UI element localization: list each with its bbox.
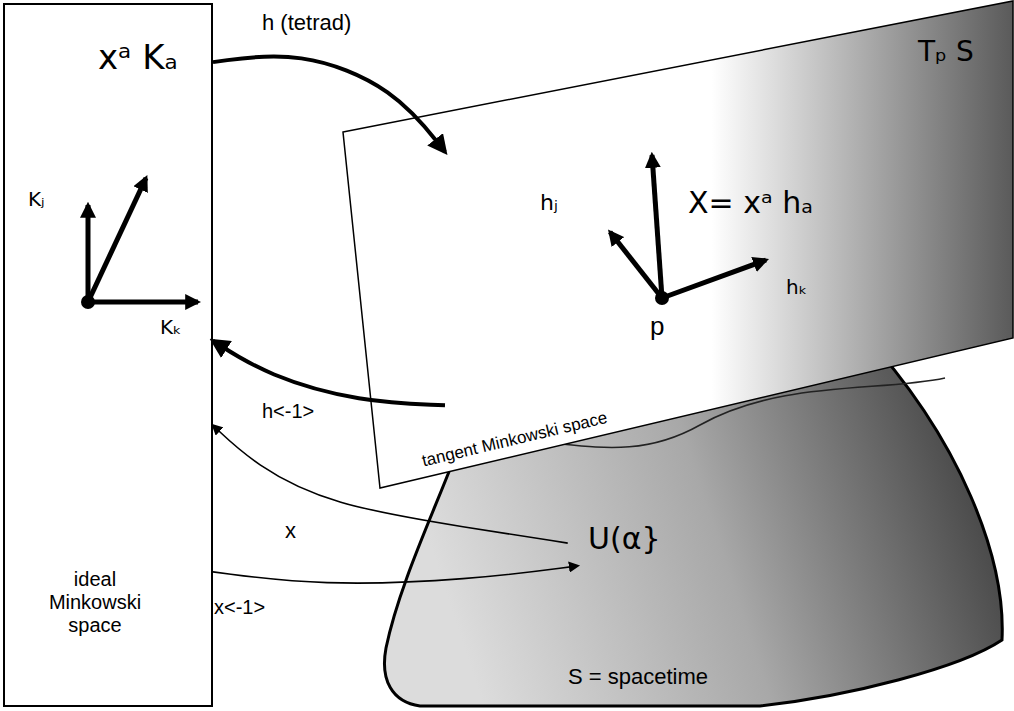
plane-label: Tₚ S	[918, 36, 974, 68]
basis-label: Kⱼ	[28, 188, 45, 211]
point-dot	[655, 291, 669, 305]
point-label: p	[650, 312, 664, 342]
basis-vector	[652, 155, 662, 298]
map-arrow	[213, 56, 445, 151]
tangent-plane-outline	[343, 0, 1014, 490]
basis-vector	[610, 232, 662, 298]
spacetime-label: S = spacetime	[568, 664, 708, 689]
chart-arrow	[213, 425, 568, 543]
map-label: x	[285, 518, 296, 543]
map-label: h<-1>	[262, 400, 314, 423]
plane-border	[343, 1, 1013, 488]
map-arrow	[213, 341, 445, 405]
tangent-plane: Tₚ ShⱼX= xᵃ hₐhₖptangent Minkowski space	[343, 0, 1014, 490]
basis-label: hₖ	[786, 276, 807, 299]
map-label: x<-1>	[214, 596, 265, 619]
basis-label: hⱼ	[540, 190, 558, 215]
basis-vector	[662, 260, 766, 298]
region-label: U(α}	[588, 522, 661, 557]
vector-label: xᵃ Kₐ	[98, 38, 178, 77]
minkowski-box: xᵃ Kₐ KⱼKₖ ideal Minkowski space	[3, 3, 213, 707]
box-border	[4, 4, 212, 706]
space-label: ideal Minkowski space	[30, 568, 160, 637]
basis-vector	[88, 300, 198, 305]
basis-vector	[88, 178, 146, 302]
chart-arrow	[213, 566, 578, 583]
map-label: h (tetrad)	[262, 10, 351, 35]
basis-label: Kₖ	[160, 316, 182, 339]
origin-dot	[81, 295, 95, 309]
vector-label: X= xᵃ hₐ	[688, 186, 813, 221]
basis-vector	[86, 205, 91, 302]
